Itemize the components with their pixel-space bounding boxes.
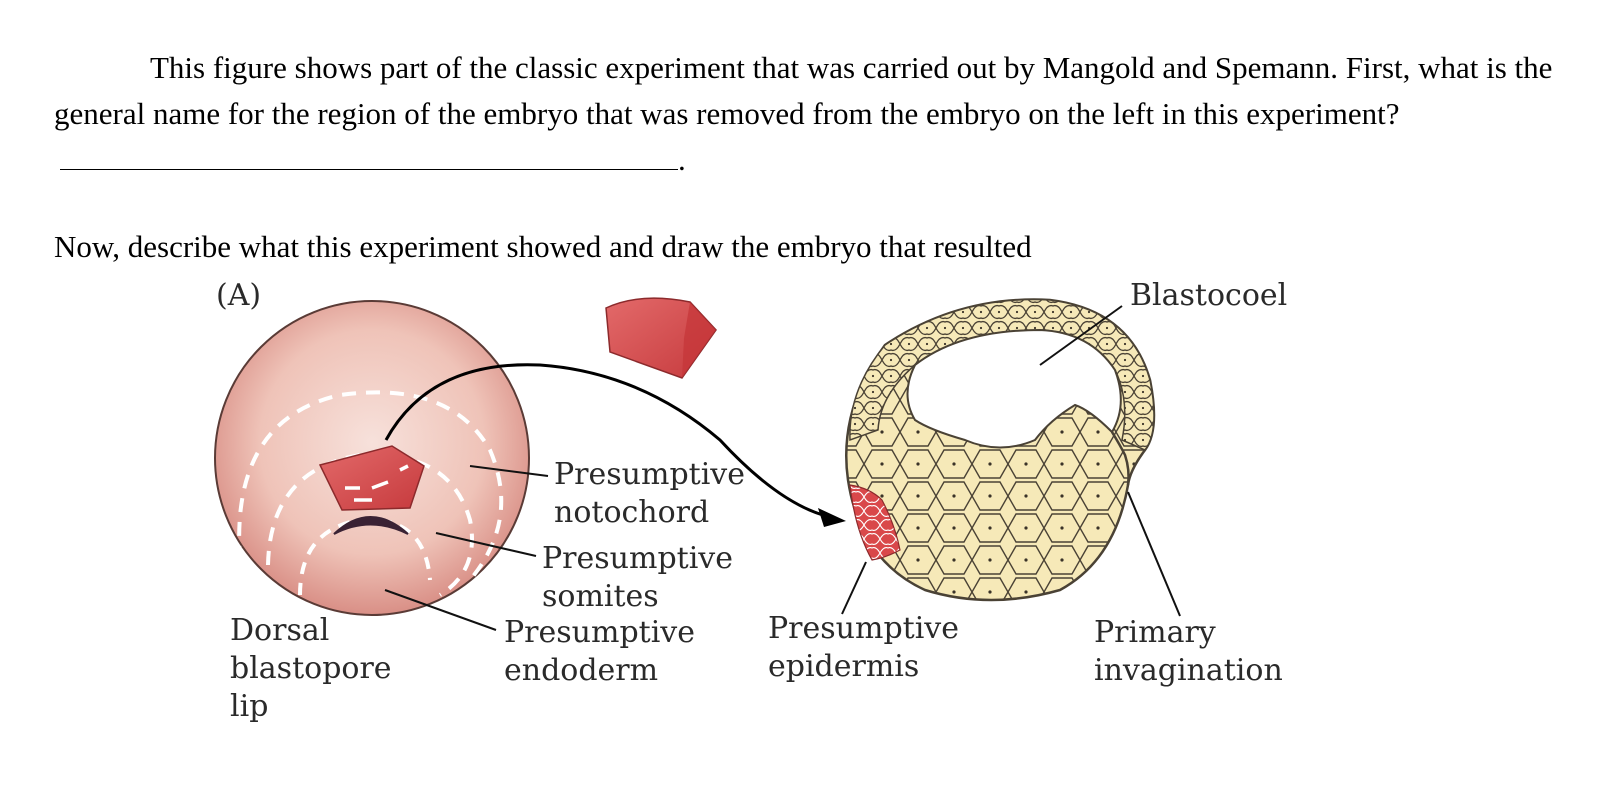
panel-label: (A): [216, 278, 261, 313]
question-paragraph-1: This figure shows part of the classic ex…: [54, 45, 1564, 183]
label-endoderm-2: endoderm: [504, 653, 658, 688]
label-somites-1: Presumptive: [542, 541, 733, 576]
question-text-1: This figure shows part of the classic ex…: [54, 50, 1553, 131]
label-epidermis-2: epidermis: [768, 649, 919, 684]
label-invagination-2: invagination: [1094, 653, 1283, 688]
label-dorsal-1: Dorsal: [230, 613, 329, 648]
outer-dashed-boundary: [237, 390, 504, 582]
label-dorsal-3: lip: [230, 689, 268, 724]
question-text-2: Now, describe what this experiment showe…: [54, 229, 1032, 264]
blastopore-crescent: [333, 516, 409, 535]
label-notochord-1: Presumptive: [554, 457, 745, 492]
host-gastrula: [845, 298, 1156, 602]
blank-period: .: [678, 142, 686, 177]
label-endoderm-1: Presumptive: [504, 615, 695, 650]
label-blastocoel: Blastocoel: [1130, 278, 1287, 313]
label-notochord-2: notochord: [554, 495, 709, 530]
graft-piece: [605, 297, 717, 379]
donor-embryo: [214, 300, 530, 616]
leader-lines: [384, 305, 1181, 631]
answer-blank[interactable]: [60, 139, 678, 170]
label-somites-2: somites: [542, 579, 659, 614]
label-dorsal-2: blastopore: [230, 651, 392, 686]
question-paragraph-2: Now, describe what this experiment showe…: [54, 224, 1564, 270]
label-epidermis-1: Presumptive: [768, 611, 959, 646]
label-invagination-1: Primary: [1094, 615, 1216, 650]
dorsal-lip-region: [318, 445, 425, 511]
transplant-arrow: [384, 363, 846, 527]
blastocoel-cavity: [906, 328, 1122, 449]
grafted-cells: [849, 484, 901, 561]
